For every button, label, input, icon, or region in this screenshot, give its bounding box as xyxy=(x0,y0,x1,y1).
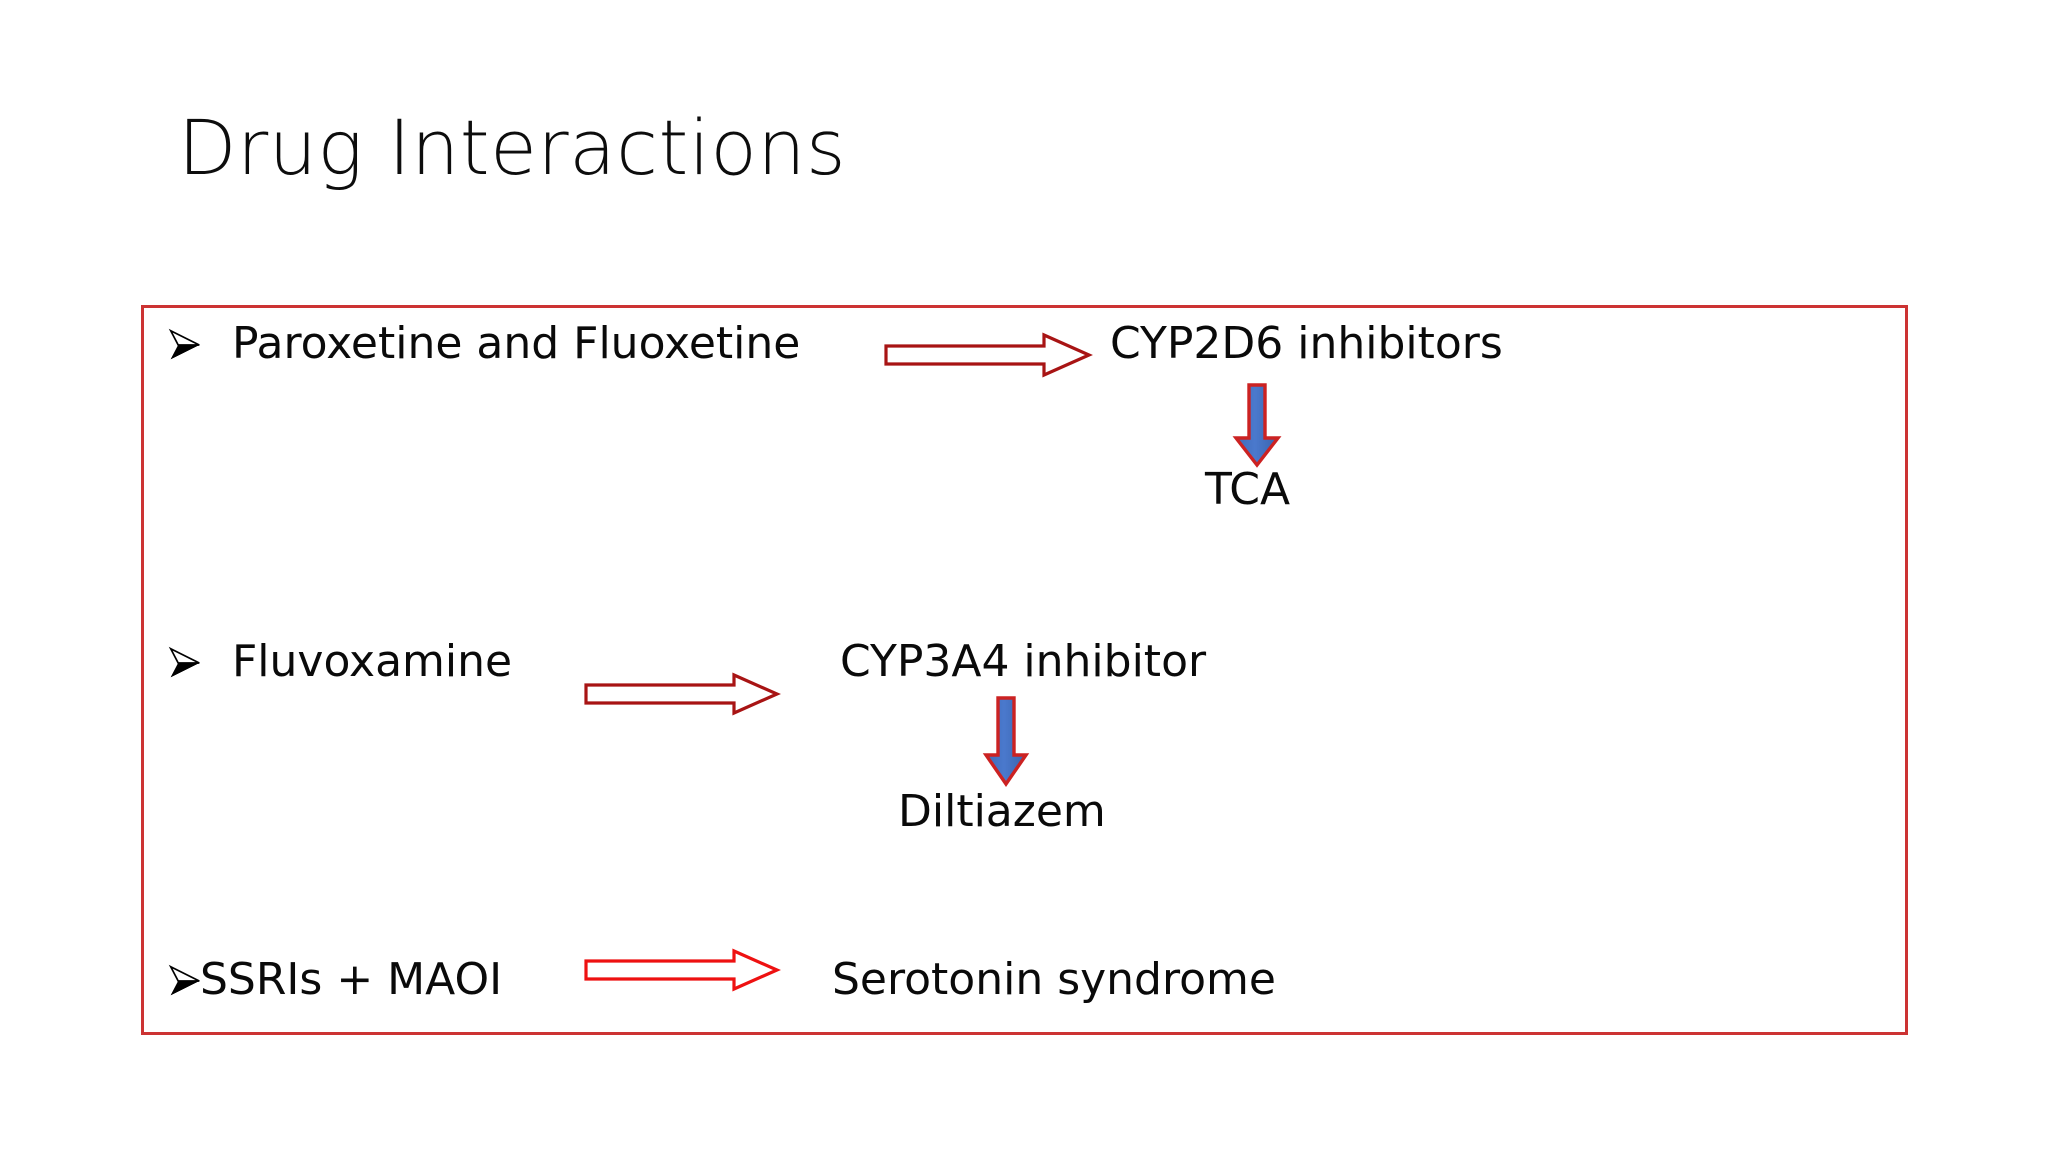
arrowhead-bullet-icon xyxy=(168,328,202,362)
down-block-arrow-icon xyxy=(1232,382,1282,468)
page-title: Drug Interactions xyxy=(178,103,847,192)
row-outcome-label: TCA xyxy=(1205,464,1291,515)
row-outcome-label: Diltiazem xyxy=(898,786,1106,837)
row-target-label: Serotonin syndrome xyxy=(832,954,1276,1005)
row-source-label: Paroxetine and Fluoxetine xyxy=(232,318,801,369)
arrowhead-bullet-icon xyxy=(168,964,202,998)
right-block-arrow-icon xyxy=(584,948,781,992)
down-block-arrow-icon xyxy=(982,695,1030,787)
row-source-label: SSRIs + MAOI xyxy=(200,954,503,1005)
row-source-label: Fluvoxamine xyxy=(232,636,513,687)
arrowhead-bullet-icon xyxy=(168,646,202,680)
content-box xyxy=(141,305,1908,1035)
row-target-label: CYP2D6 inhibitors xyxy=(1110,318,1503,369)
right-block-arrow-icon xyxy=(884,332,1093,378)
row-target-label: CYP3A4 inhibitor xyxy=(840,636,1207,687)
right-block-arrow-icon xyxy=(584,672,781,716)
